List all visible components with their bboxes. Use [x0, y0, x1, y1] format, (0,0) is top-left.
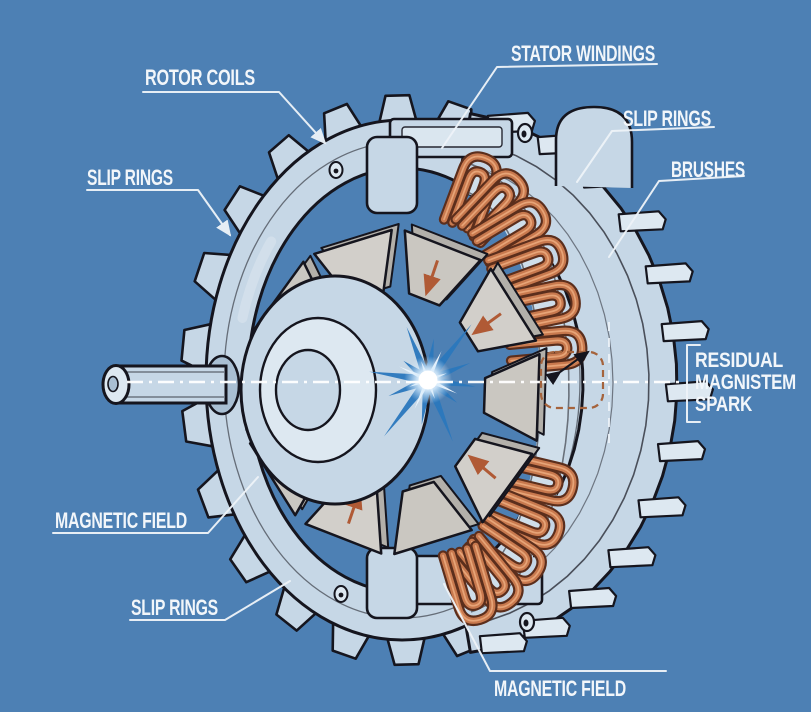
motor-illustration [101, 93, 715, 667]
label-residual-line3: SPARK [695, 393, 752, 416]
callout-labels: ROTOR COILS STATOR WINDINGS SLIP RINGS B… [55, 41, 796, 701]
label-rotor-coils: ROTOR COILS [145, 65, 255, 90]
magnetic-field-bottom-leader [443, 583, 667, 672]
label-residual-line2: MAGNISTEM [695, 371, 796, 394]
label-magnetic-field-bottom: MAGNETIC FIELD [494, 676, 626, 701]
residual-spark-bracket [686, 344, 701, 423]
brushes-leader [608, 175, 745, 258]
rotor-coils-leader [142, 91, 327, 145]
label-slip-rings-bottom: SLIP RINGS [131, 595, 218, 620]
slip-ring-detail-callout [539, 322, 610, 450]
spark-burst [369, 324, 476, 442]
label-residual-line1: RESIDUAL [695, 349, 783, 372]
slip-rings-top-right-leader [576, 126, 715, 183]
callout-leaders [52, 63, 745, 672]
label-brushes: BRUSHES [671, 157, 745, 182]
rotor-hub-and-shaft [101, 274, 431, 506]
stator-winding-coils [437, 151, 588, 627]
stator-windings-leader [441, 63, 658, 149]
magnetic-field-left-leader [52, 476, 259, 534]
label-slip-rings-left: SLIP RINGS [87, 165, 173, 190]
label-stator-windings: STATOR WINDINGS [511, 41, 655, 66]
slip-rings-bottom-leader [129, 580, 291, 621]
label-slip-rings-top-right: SLIP RINGS [623, 106, 711, 131]
label-magnetic-field-left: MAGNETIC FIELD [55, 508, 187, 533]
slip-rings-left-leader [86, 189, 232, 237]
